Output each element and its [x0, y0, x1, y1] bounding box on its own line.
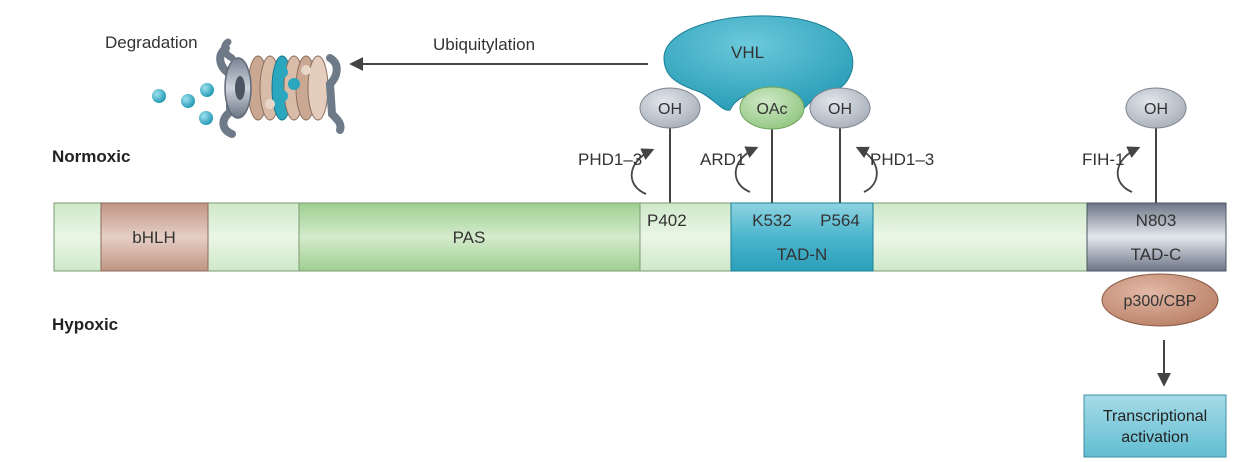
ard1-curved-arrow — [734, 146, 759, 193]
proteasome-icon — [216, 38, 345, 138]
fragment-dot — [181, 94, 195, 108]
phd-right-label: PHD1–3 — [870, 150, 934, 169]
fragment-dot — [200, 83, 214, 97]
degraded-fragments — [152, 83, 214, 125]
fih1-curved-arrow — [1116, 146, 1141, 193]
tad-n-domain — [730, 202, 874, 272]
oh-bubble-p564 — [809, 87, 871, 129]
phd-left-label: PHD1–3 — [578, 150, 642, 169]
oac-bubble-k532 — [739, 86, 805, 130]
hypoxic-label: Hypoxic — [52, 315, 118, 334]
site-k532: K532 — [752, 211, 792, 230]
site-p564: P564 — [820, 211, 860, 230]
pas-label: PAS — [453, 228, 486, 247]
tad-c-domain — [1086, 202, 1227, 272]
pas-domain — [298, 202, 641, 272]
output-line-1: Transcriptional — [1103, 408, 1207, 425]
p300-cbp-label: p300/CBP — [1124, 293, 1197, 310]
oh-bubble-n803 — [1125, 87, 1187, 129]
normoxic-label: Normoxic — [52, 147, 130, 166]
phd-right-curved-arrow — [855, 146, 878, 193]
protein-bar: bHLH PAS TAD-N TAD-C — [53, 202, 1227, 272]
ubiquitylation-label: Ubiquitylation — [433, 35, 535, 54]
p300-cbp-coactivator — [1101, 273, 1219, 327]
ard1-label: ARD1 — [700, 150, 745, 169]
tad-n-label: TAD-N — [777, 245, 828, 264]
degradation-label: Degradation — [105, 33, 198, 52]
oh-label-p564: OH — [828, 101, 852, 118]
fragment-dot — [152, 89, 166, 103]
tad-c-label: TAD-C — [1131, 245, 1182, 264]
oh-label-p402: OH — [658, 101, 682, 118]
oh-bubble-p402 — [639, 87, 701, 129]
bhlh-label: bHLH — [132, 228, 175, 247]
transcriptional-activation-box — [1083, 394, 1227, 458]
site-p402: P402 — [647, 211, 687, 230]
oac-label-k532: OAc — [756, 101, 787, 118]
fragment-dot — [199, 111, 213, 125]
odd-region — [639, 202, 732, 272]
output-line-2: activation — [1121, 429, 1189, 446]
fih1-label: FIH-1 — [1082, 150, 1125, 169]
vhl-label: VHL — [731, 43, 764, 62]
bhlh-domain — [100, 202, 209, 272]
site-n803: N803 — [1136, 211, 1177, 230]
phd-left-curved-arrow — [630, 148, 655, 195]
oh-label-n803: OH — [1144, 101, 1168, 118]
